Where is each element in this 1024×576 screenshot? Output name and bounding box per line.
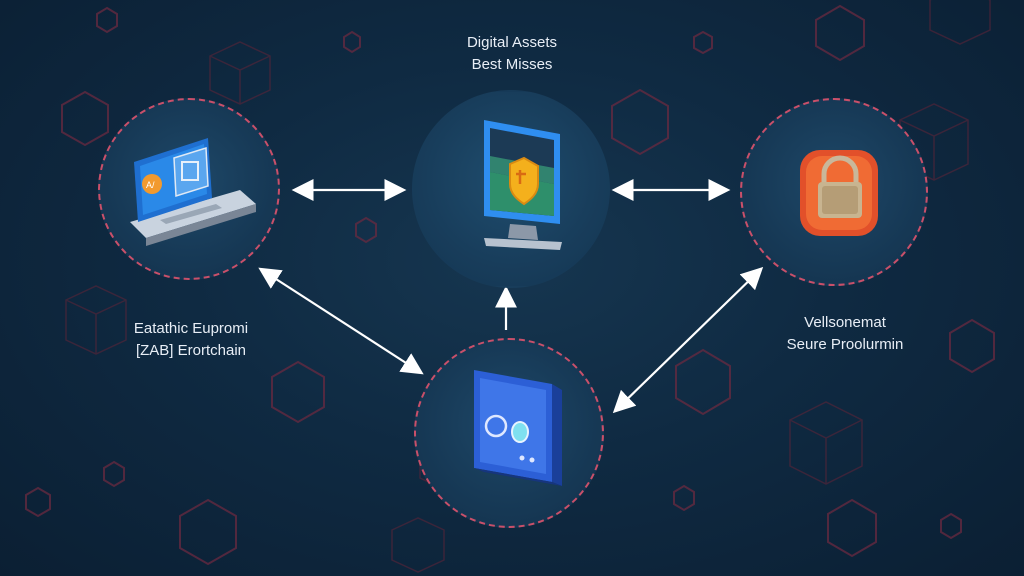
node-padlock[interactable] — [740, 98, 928, 286]
laptop-icon: A/ — [130, 138, 256, 246]
panel-icon — [474, 370, 562, 486]
node-card-panel[interactable] — [414, 338, 604, 528]
svg-text:A/: A/ — [146, 180, 155, 190]
padlock-icon — [800, 150, 878, 236]
left-node-label: Eatathic Eupromi [ZAB] Erortchain — [106, 318, 276, 362]
node-laptop[interactable]: A/ — [98, 98, 280, 280]
arrow-left-bottom — [258, 267, 424, 375]
monitor-icon — [484, 120, 562, 250]
right-node-label-line1: Vellsonemat — [804, 314, 886, 331]
right-node-label: Vellsonemat Seure Proolurmin — [760, 312, 930, 356]
left-node-label-line2: [ZAB] Erortchain — [135, 342, 247, 359]
left-node-label-line1: Eatathic Eupromi — [133, 320, 249, 337]
top-node-label: Digital Assets Best Misses — [432, 32, 592, 76]
top-node-label-line1: Digital Assets — [466, 34, 558, 51]
node-monitor[interactable] — [412, 90, 610, 288]
top-node-label-line2: Best Misses — [471, 56, 553, 73]
arrow-right-bottom — [612, 266, 764, 414]
right-node-label-line2: Seure Proolurmin — [786, 336, 904, 353]
